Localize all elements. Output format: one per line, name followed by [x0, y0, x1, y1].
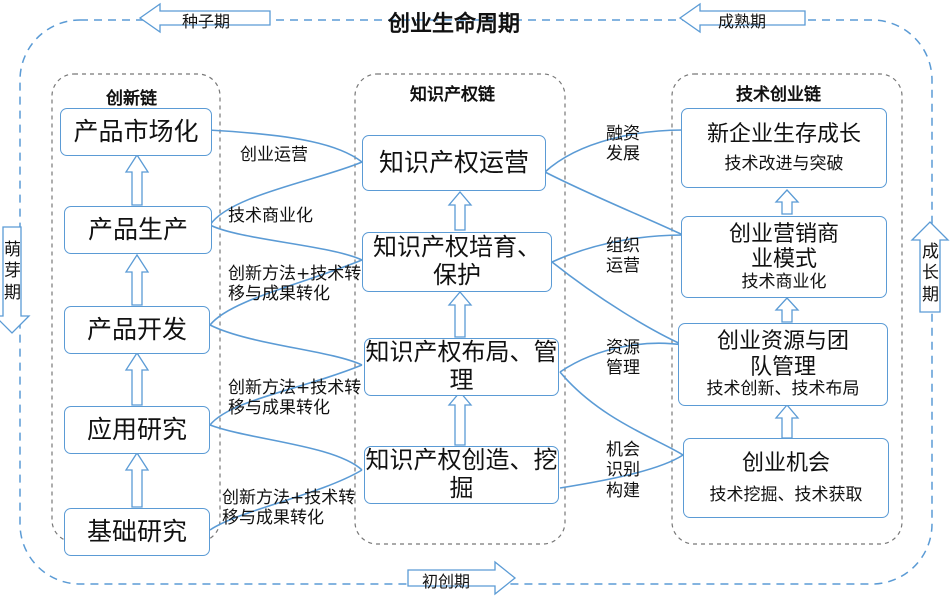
- box-sub-label: 技术改进与突破: [724, 153, 844, 174]
- innovation-chain-frame: [51, 73, 221, 543]
- innovation-box-basic-research: 基础研究: [64, 508, 210, 556]
- up-arrow-9: [774, 297, 800, 323]
- tech-box-opportunity: 创业机会 技术挖掘、技术获取: [683, 438, 889, 518]
- link-label-transfer-3: 创新方法+技术转移与成果转化: [222, 488, 356, 529]
- box-label: 产品市场化: [73, 116, 199, 146]
- sprout-arrow: [0, 226, 31, 334]
- box-main-label: 创业机会: [741, 450, 830, 476]
- up-arrow-6: [447, 290, 473, 338]
- box-sub-label: 技术创新、技术布局: [706, 379, 860, 400]
- ip-box-operation: 知识产权运营: [362, 135, 546, 191]
- tech-chain-frame: [671, 73, 903, 545]
- tech-chain-title: 技术创业链: [736, 85, 821, 105]
- up-arrow-2: [124, 351, 150, 406]
- innovation-box-production: 产品生产: [64, 206, 212, 254]
- box-label: 产品生产: [87, 214, 188, 244]
- link-label-organization: 组织运营: [606, 236, 640, 277]
- box-sub-label: 技术挖掘、技术获取: [709, 484, 863, 505]
- box-label: 知识产权运营: [378, 147, 529, 177]
- box-label: 知识产权创造、挖掘: [365, 446, 558, 502]
- link-label-operation: 创业运营: [240, 145, 308, 165]
- box-main-label: 创业营销商业模式: [729, 221, 840, 273]
- link-label-transfer-1: 创新方法+技术转移与成果转化: [228, 264, 362, 305]
- up-arrow-8: [774, 403, 800, 439]
- box-main-label: 创业资源与团队管理: [716, 329, 849, 380]
- sprout-stage-label: 萌芽期: [4, 240, 21, 303]
- growth-arrow: [910, 221, 950, 313]
- innovation-box-market: 产品市场化: [60, 108, 212, 156]
- ip-chain-title: 知识产权链: [410, 85, 495, 105]
- seed-stage-label: 种子期: [182, 12, 231, 31]
- box-label: 产品开发: [86, 314, 187, 344]
- tech-box-survival: 新企业生存成长 技术改进与突破: [681, 108, 887, 188]
- up-arrow-10: [774, 189, 800, 215]
- up-arrow-5: [447, 390, 473, 446]
- box-label: 基础研究: [86, 516, 187, 546]
- startup-stage-label: 初创期: [422, 572, 471, 591]
- tech-box-marketing: 创业营销商业模式 技术商业化: [681, 216, 887, 298]
- ip-box-cultivation: 知识产权培育、保护: [362, 232, 552, 292]
- up-arrow-3: [124, 253, 150, 306]
- link-label-resource: 资源管理: [606, 338, 640, 379]
- up-arrow-4: [124, 153, 150, 206]
- page-title: 创业生命周期: [388, 12, 521, 37]
- box-sub-label: 技术商业化: [741, 271, 827, 292]
- ip-box-layout: 知识产权布局、管理: [364, 338, 559, 396]
- innovation-box-development: 产品开发: [64, 306, 210, 354]
- link-label-commercialization: 技术商业化: [228, 206, 313, 226]
- box-label: 知识产权培育、保护: [373, 233, 541, 289]
- mature-stage-label: 成熟期: [718, 12, 767, 31]
- box-label: 应用研究: [86, 414, 187, 444]
- startup-arrow: [407, 560, 517, 596]
- ip-chain-frame: [354, 73, 566, 545]
- mature-arrow: [678, 2, 806, 34]
- link-label-transfer-2: 创新方法+技术转移与成果转化: [228, 378, 362, 419]
- box-label: 知识产权布局、管理: [365, 338, 558, 394]
- ip-box-creation: 知识产权创造、挖掘: [364, 446, 559, 504]
- innovation-box-applied-research: 应用研究: [64, 406, 210, 454]
- up-arrow-7: [447, 190, 473, 231]
- link-label-financing: 融资发展: [606, 124, 640, 165]
- up-arrow-1: [124, 451, 150, 508]
- box-main-label: 新企业生存成长: [706, 121, 861, 147]
- link-label-opportunity: 机会识别构建: [606, 440, 640, 501]
- innovation-chain-title: 创新链: [106, 89, 157, 109]
- tech-box-resources: 创业资源与团队管理 技术创新、技术布局: [678, 323, 888, 406]
- growth-stage-label: 成长期: [922, 242, 939, 305]
- seed-arrow: [138, 2, 271, 34]
